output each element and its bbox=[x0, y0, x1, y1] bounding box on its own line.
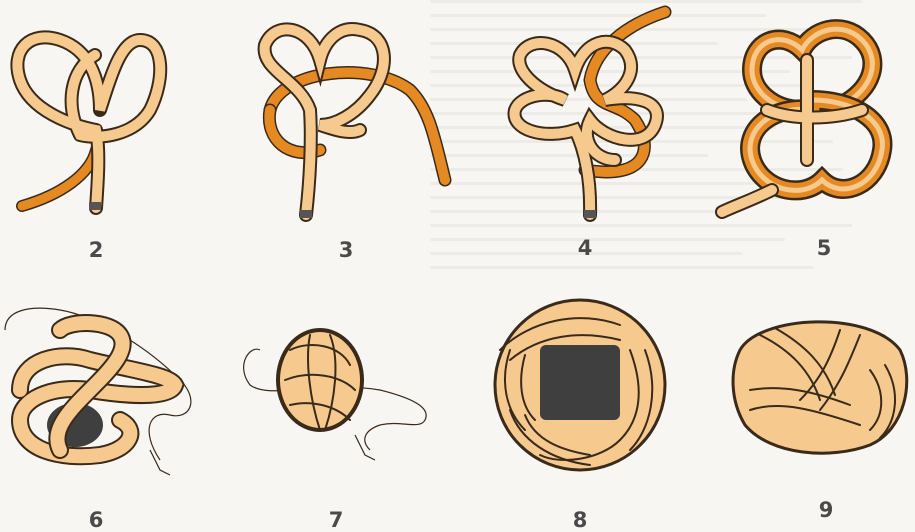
step-8-knot-drawing bbox=[470, 290, 700, 490]
step-4-number: 4 bbox=[555, 236, 615, 260]
step-9-figure: 9 bbox=[720, 290, 915, 531]
step-9-number: 9 bbox=[796, 498, 856, 522]
step-6-figure: 6 bbox=[0, 290, 230, 531]
step-3-figure: 3 bbox=[240, 0, 470, 270]
step-5-knot-drawing bbox=[712, 0, 915, 230]
step-7-figure: 7 bbox=[230, 290, 460, 531]
step-8-figure: 8 bbox=[470, 290, 700, 531]
step-6-knot-on-finger-drawing bbox=[0, 290, 230, 490]
step-4-figure: 4 bbox=[495, 0, 695, 270]
step-3-knot-drawing bbox=[240, 0, 470, 230]
step-2-number: 2 bbox=[66, 238, 126, 262]
step-4-knot-drawing bbox=[495, 0, 695, 230]
step-5-figure: 5 bbox=[712, 0, 915, 270]
step-7-number: 7 bbox=[306, 508, 366, 532]
step-2-figure: 2 bbox=[0, 0, 230, 270]
step-2-knot-drawing bbox=[0, 0, 230, 230]
step-8-number: 8 bbox=[550, 508, 610, 532]
step-6-number: 6 bbox=[66, 508, 126, 532]
step-9-knot-drawing bbox=[720, 290, 915, 490]
step-3-number: 3 bbox=[316, 238, 376, 262]
step-7-knot-on-finger-drawing bbox=[230, 290, 460, 490]
step-5-number: 5 bbox=[794, 236, 854, 260]
